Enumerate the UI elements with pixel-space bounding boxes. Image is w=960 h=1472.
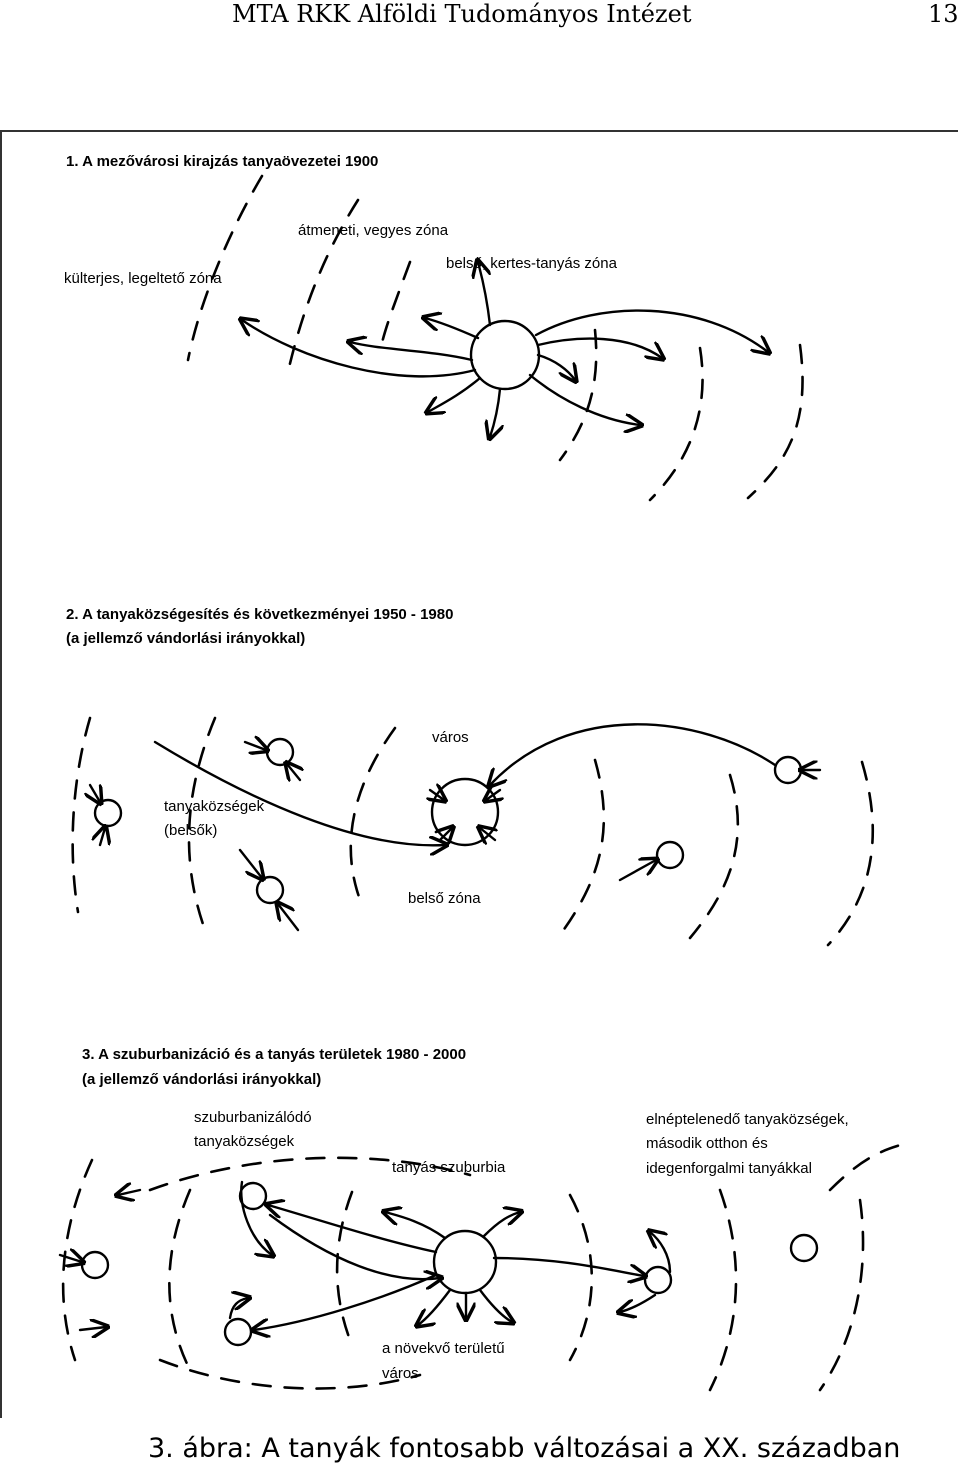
label-suburbanizing-line1: szuburbanizálódó [194, 1109, 312, 1126]
arrow-city-out-downright [478, 1288, 512, 1322]
p2-boundary-left-mid [187, 716, 217, 932]
zone-boundary-transitional-left [286, 198, 360, 374]
zone-boundary-outer-right [746, 343, 804, 500]
arrow-village-bottom-a [238, 848, 262, 878]
label-outer-grazing-zone: külterjes, legeltető zóna [64, 270, 222, 287]
arrow-outer-left-in [58, 1255, 82, 1262]
zone-boundary-outer-left [186, 174, 264, 362]
arrow-to-transitional-right [536, 337, 662, 358]
zone-boundary-transitional-right [648, 346, 704, 502]
arrow-village-bottom-b [278, 904, 300, 932]
label-growing-city-line2: város [382, 1365, 419, 1382]
arrow-down [490, 387, 500, 437]
p3-boundary-inner-right [568, 1193, 594, 1362]
arrow-city-out-downleft [418, 1288, 452, 1325]
suburban-village-top [238, 1181, 268, 1211]
arrow-right-to-city [490, 723, 777, 785]
village-left [93, 798, 123, 828]
panel-2-title-line2: (a jellemző vándorlási irányokkal) [66, 630, 305, 647]
label-villages-line2: (belsők) [164, 822, 217, 839]
arrow-down-left [428, 376, 482, 412]
arrow-outer-left-top [118, 1190, 142, 1195]
panel-1-title: 1. A mezővárosi kirajzás tanyaövezetei 1… [66, 153, 378, 170]
label-growing-city-line1: a növekvő területű [382, 1340, 505, 1357]
arrow-village-left-a [90, 783, 100, 802]
label-suburbanizing-line2: tanyaközségek [194, 1133, 295, 1150]
arrow-village-top-down [240, 1180, 272, 1255]
arrow-city-in-b [486, 790, 500, 800]
outer-village-left [80, 1250, 110, 1280]
arrow-left-to-city [153, 740, 445, 845]
arrow-city-in-d [480, 828, 495, 840]
village-right-outer [773, 755, 803, 785]
arrow-village-right-up [650, 1232, 672, 1274]
label-inner-zone: belső zóna [408, 890, 481, 907]
arrow-city-to-village-right [492, 1256, 644, 1276]
arrow-to-outer-left [242, 320, 477, 378]
arrow-village-right-down [620, 1293, 657, 1312]
label-depopulating-line1: elnéptelenedő tanyaközségek, [646, 1111, 849, 1128]
arrow-village-top-to-city [268, 1213, 440, 1279]
arrow-city-in-c [440, 828, 452, 840]
figure-caption: 3. ábra: A tanyák fontosabb változásai a… [148, 1433, 901, 1464]
arrow-outer-left-bottom [78, 1327, 106, 1330]
figure-frame [0, 130, 958, 1418]
market-town-circle [469, 319, 541, 391]
zone-boundary-inner-right [558, 328, 598, 462]
arrow-village-right-a [618, 860, 656, 882]
label-depopulating-line2: második otthon és [646, 1135, 768, 1152]
panel-3-title-line2: (a jellemző vándorlási irányokkal) [82, 1071, 321, 1088]
panel-3-title-line1: 3. A szuburbanizáció és a tanyás terület… [82, 1046, 466, 1063]
panel-2-title-line1: 2. A tanyaközségesítés és következményei… [66, 606, 453, 623]
suburban-village-bottom [223, 1317, 253, 1347]
arrow-city-out-upleft [385, 1212, 447, 1240]
label-depopulating-line3: idegenforgalmi tanyákkal [646, 1160, 812, 1177]
p3-boundary-bottom [158, 1358, 422, 1390]
p3-boundary-inner-left [335, 1190, 354, 1342]
p3-boundary-right-outer [818, 1198, 865, 1392]
p3-boundary-left-outer [61, 1158, 94, 1362]
arrow-short-right [536, 353, 575, 380]
arrow-village-bottom-up [228, 1298, 248, 1320]
p3-boundary-left-mid [168, 1188, 192, 1372]
p2-boundary-right-outer [826, 760, 875, 947]
label-transitional-zone: átmeneti, vegyes zóna [298, 222, 449, 239]
p2-boundary-inner-left [349, 726, 397, 907]
village-right-inner [655, 840, 685, 870]
growing-city-circle [432, 1229, 498, 1295]
village-top [265, 737, 295, 767]
p2-boundary-inner-right [558, 758, 606, 937]
p3-boundary-right-mid [708, 1188, 738, 1392]
page-header-title: MTA RKK Alföldi Tudományos Intézet [232, 0, 692, 28]
arrow-village-top-a [243, 742, 266, 750]
p2-boundary-left-outer [71, 716, 92, 914]
arrow-to-transitional-left [350, 342, 474, 362]
label-city: város [432, 729, 469, 746]
panel-2: 2. A tanyaközségesítés és következményei… [66, 606, 875, 947]
panel-1: 1. A mezővárosi kirajzás tanyaövezetei 1… [64, 153, 804, 502]
p3-boundary-top-right [828, 1141, 910, 1192]
label-villages-line1: tanyaközségek [164, 798, 265, 815]
arrow-to-outer-right [534, 309, 768, 352]
arrow-to-inner-left [425, 318, 480, 340]
arrow-up [478, 262, 492, 327]
arrow-city-to-village-top [268, 1205, 438, 1254]
depopulating-village [789, 1233, 819, 1263]
arrow-down-right [528, 373, 640, 425]
village-bottom [255, 875, 285, 905]
arrow-city-in-a [430, 790, 444, 800]
arrow-village-top-b [287, 764, 300, 780]
p3-boundary-suburb-outer [148, 1156, 472, 1192]
page-number: 13 [928, 0, 959, 28]
panel-3: 3. A szuburbanizáció és a tanyás terület… [58, 1046, 910, 1392]
arrow-village-left-b [100, 828, 105, 847]
village-right-inner [643, 1265, 673, 1295]
arrow-city-out-upright [482, 1212, 520, 1238]
arrow-city-to-village-bottom [254, 1273, 438, 1330]
label-inner-garden-zone: belső, kertes-tanyás zóna [446, 255, 618, 272]
p2-boundary-right-mid [688, 773, 740, 940]
zone-boundary-inner-left [378, 260, 412, 354]
